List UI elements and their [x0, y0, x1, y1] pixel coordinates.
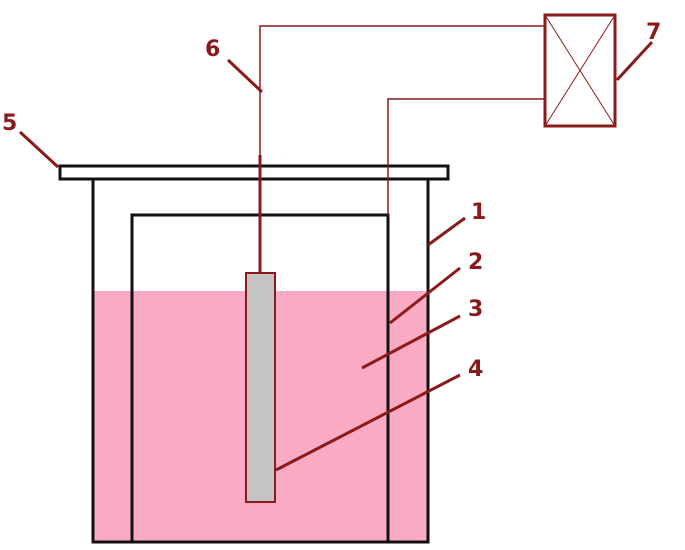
- leader-2: [389, 266, 461, 325]
- leader-1: [427, 216, 466, 247]
- leader-7: [615, 40, 654, 82]
- device-box: [543, 13, 617, 128]
- callout-4: 4: [468, 357, 483, 382]
- lid: [58, 164, 450, 181]
- wire-container: [387, 98, 545, 215]
- wire-electrode: [259, 25, 545, 155]
- leader-5: [18, 130, 60, 169]
- callout-1: 1: [471, 200, 486, 225]
- leader-6: [226, 58, 264, 94]
- callout-2: 2: [468, 250, 483, 275]
- callout-6: 6: [205, 37, 220, 62]
- leader-4: [275, 373, 461, 472]
- outer-container: [91, 179, 430, 544]
- leader-3: [361, 314, 461, 370]
- callout-3: 3: [468, 297, 483, 322]
- electrode: [245, 272, 276, 503]
- callout-5: 5: [2, 111, 17, 136]
- callout-7: 7: [646, 20, 661, 45]
